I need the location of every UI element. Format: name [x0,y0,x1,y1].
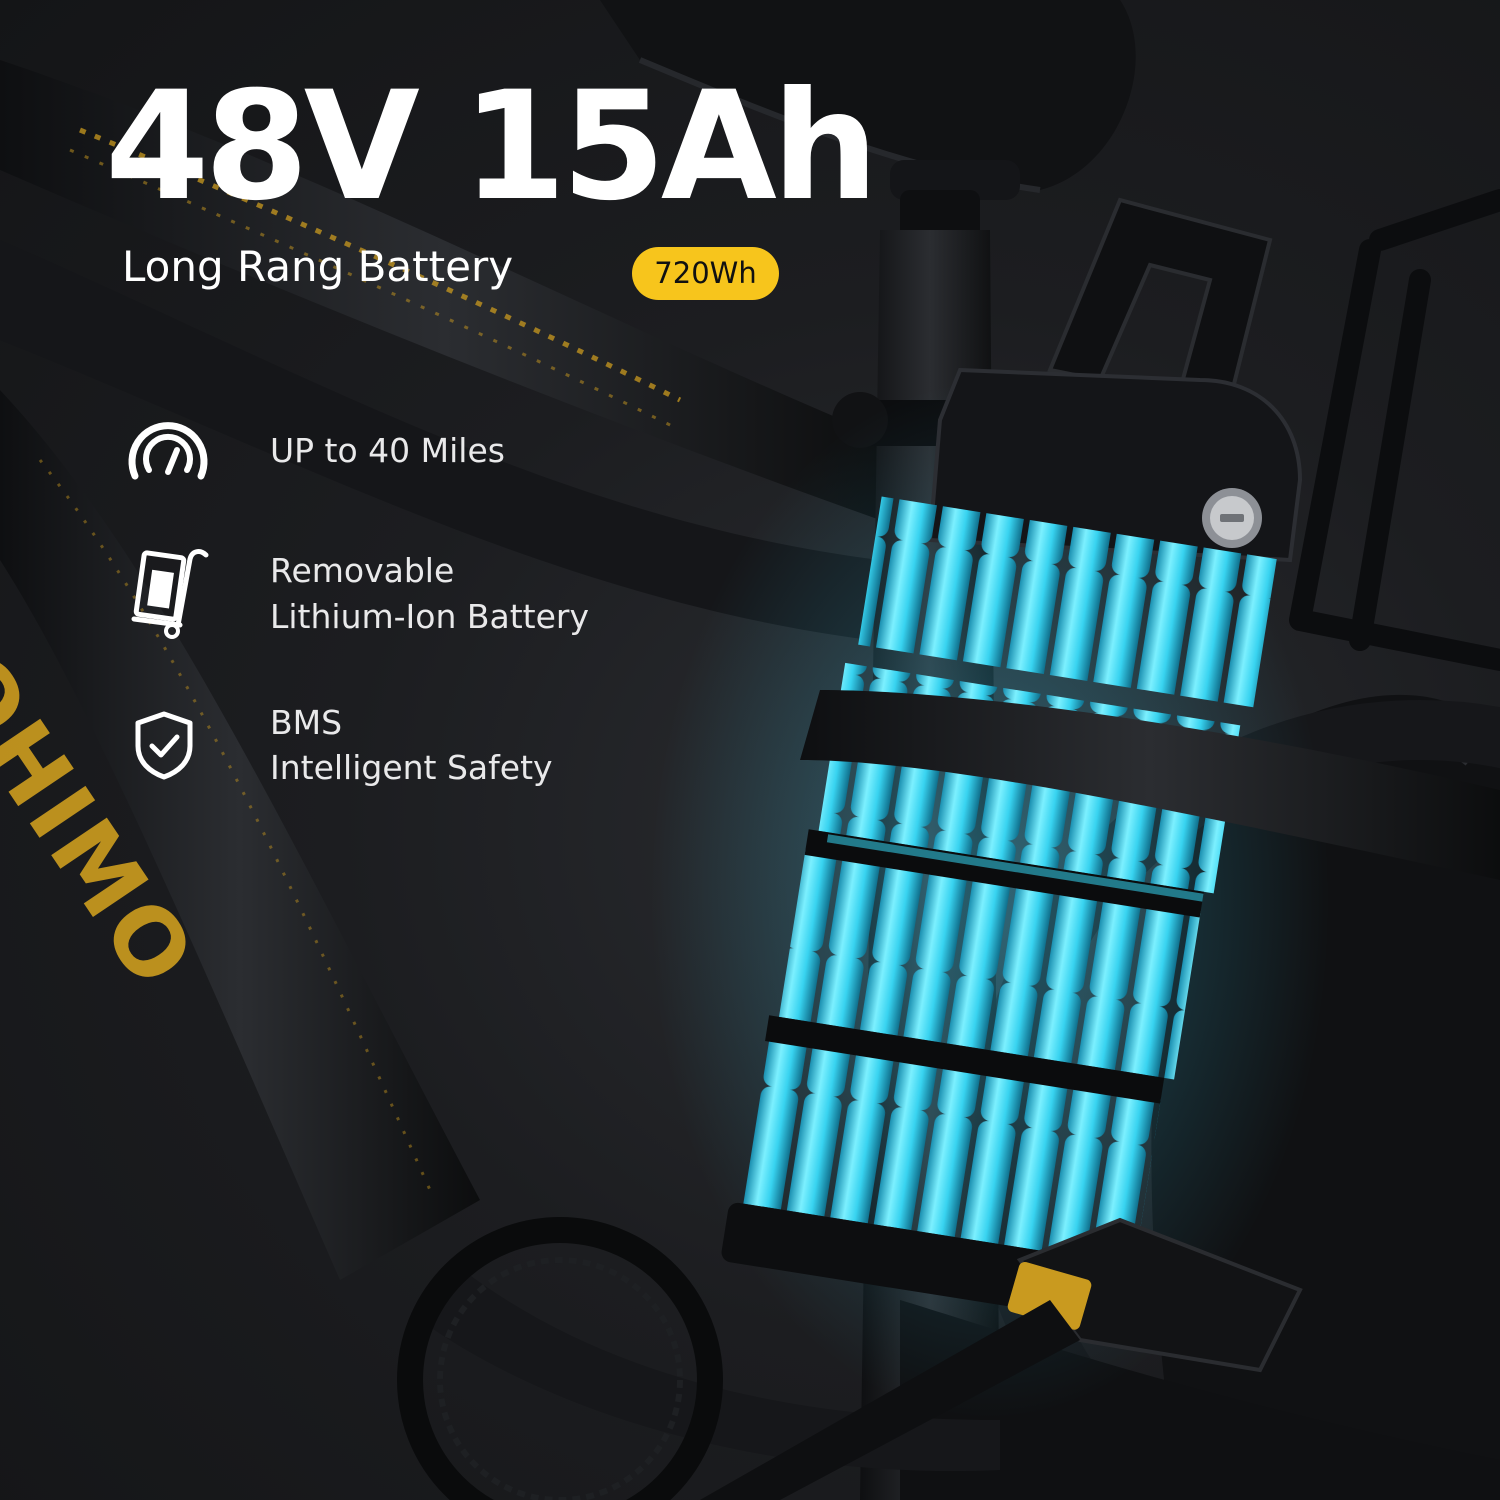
capacity-badge: 720Wh [632,247,779,300]
battery-subtitle: Long Rang Battery [122,242,514,291]
shield-check-icon [135,711,193,780]
feature-removable-line1: Removable [270,551,455,590]
feature-removable-line2: Lithium-Ion Battery [270,597,590,636]
speedometer-icon [128,422,208,480]
feature-bms-line2: Intelligent Safety [270,748,553,787]
feature-bms-line1: BMS [270,703,343,742]
battery-spec-headline: 48V 15Ah [105,60,879,234]
battery-cart-icon [131,549,209,639]
feature-range-text: UP to 40 Miles [270,431,505,470]
